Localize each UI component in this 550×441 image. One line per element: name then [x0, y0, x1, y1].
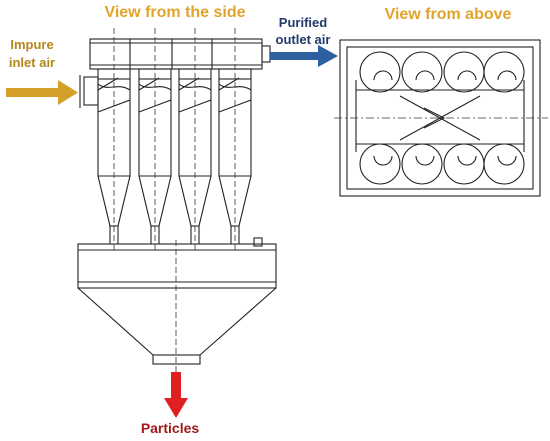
- inlet-label-line2: inlet air: [8, 55, 56, 70]
- inlet-pipe: [83, 76, 99, 106]
- side-view-title: View from the side: [104, 4, 246, 21]
- inlet-label-line1: Impure: [10, 37, 54, 52]
- top-row-cyclones: [359, 51, 525, 93]
- outlet-arrow: [270, 45, 338, 67]
- top-view-title: View from above: [384, 6, 512, 23]
- dust-outlet: [152, 354, 201, 365]
- outlet-air-label: Purified outlet air: [268, 14, 338, 48]
- inlet-arrow: [6, 80, 78, 105]
- side-view: [77, 38, 277, 365]
- particles-label: Particles: [140, 420, 200, 436]
- top-view: [339, 39, 541, 197]
- outlet-label-line2: outlet air: [275, 32, 331, 47]
- inlet-air-label: Impure inlet air: [2, 36, 62, 72]
- outlet-label-line1: Purified: [278, 15, 328, 30]
- side-centerlines: [113, 28, 236, 372]
- particles-arrow: [164, 372, 188, 418]
- dust-hopper-cone: [77, 287, 277, 356]
- bottom-row-cyclones: [359, 143, 525, 185]
- dust-hopper-top: [77, 243, 277, 289]
